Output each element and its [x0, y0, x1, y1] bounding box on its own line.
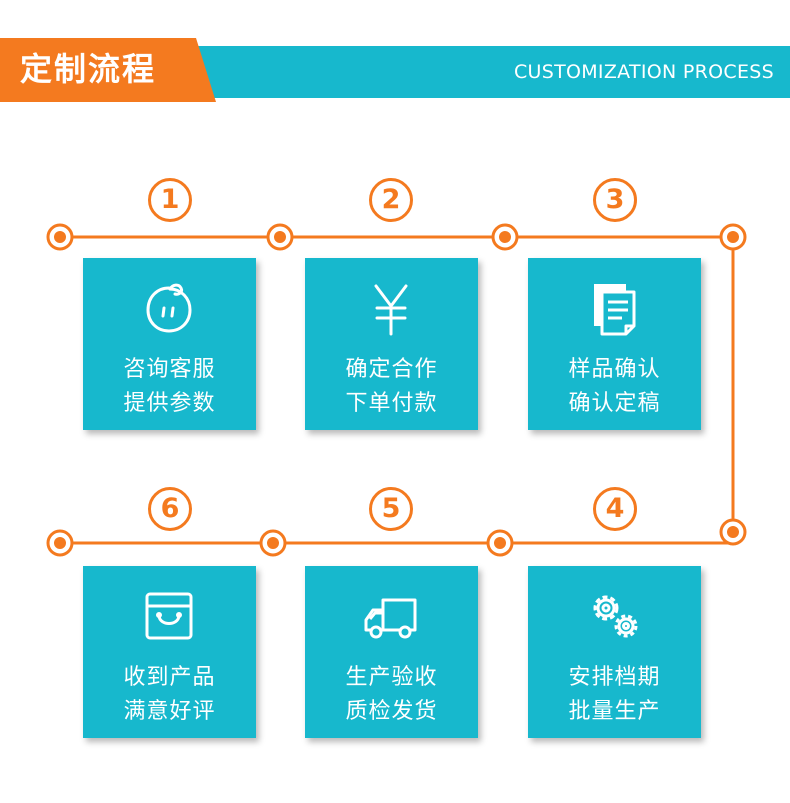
timeline-node — [486, 529, 514, 557]
page-subtitle: CUSTOMIZATION PROCESS — [513, 61, 774, 83]
step-3-line2: 确认定稿 — [568, 391, 661, 416]
page-title: 定制流程 — [20, 50, 157, 88]
step-6-line2: 满意好评 — [123, 699, 216, 724]
step-card-5: 生产验收 质检发货 — [305, 566, 478, 738]
timeline-node — [719, 223, 747, 251]
step-3-line1: 样品确认 — [568, 357, 661, 382]
step-5-line1: 生产验收 — [345, 665, 438, 690]
step-card-1: 咨询客服 提供参数 — [83, 258, 256, 430]
timeline-node — [46, 529, 74, 557]
step-1-line2: 提供参数 — [123, 391, 216, 416]
step-number-5: 5 — [369, 487, 413, 531]
timeline-node — [259, 529, 287, 557]
timeline-connectors — [60, 235, 735, 545]
timeline-node — [719, 518, 747, 546]
gears-icon — [584, 586, 644, 646]
step-number-4: 4 — [593, 487, 637, 531]
timeline-node — [491, 223, 519, 251]
step-5-line2: 质检发货 — [345, 699, 438, 724]
step-number-1: 1 — [148, 178, 192, 222]
step-card-2: 确定合作 下单付款 — [305, 258, 478, 430]
chat-face-icon — [139, 278, 199, 338]
step-1-line1: 咨询客服 — [123, 357, 216, 382]
step-number-6: 6 — [148, 487, 192, 531]
step-number-2: 2 — [369, 178, 413, 222]
delivery-truck-icon — [361, 586, 421, 646]
step-2-line1: 确定合作 — [345, 357, 438, 382]
timeline-node — [46, 223, 74, 251]
step-number-3: 3 — [593, 178, 637, 222]
shopping-bag-icon — [139, 586, 199, 646]
header-title-tag — [0, 38, 216, 102]
step-card-4: 安排档期 批量生产 — [528, 566, 701, 738]
step-6-line1: 收到产品 — [123, 665, 216, 690]
step-card-6: 收到产品 满意好评 — [83, 566, 256, 738]
step-4-line1: 安排档期 — [568, 665, 661, 690]
timeline-nodes — [46, 223, 747, 557]
step-4-line2: 批量生产 — [568, 699, 661, 724]
step-card-3: 样品确认 确认定稿 — [528, 258, 701, 430]
step-2-line2: 下单付款 — [345, 391, 438, 416]
document-icon — [584, 278, 644, 338]
timeline-node — [266, 223, 294, 251]
yen-icon — [361, 278, 421, 338]
